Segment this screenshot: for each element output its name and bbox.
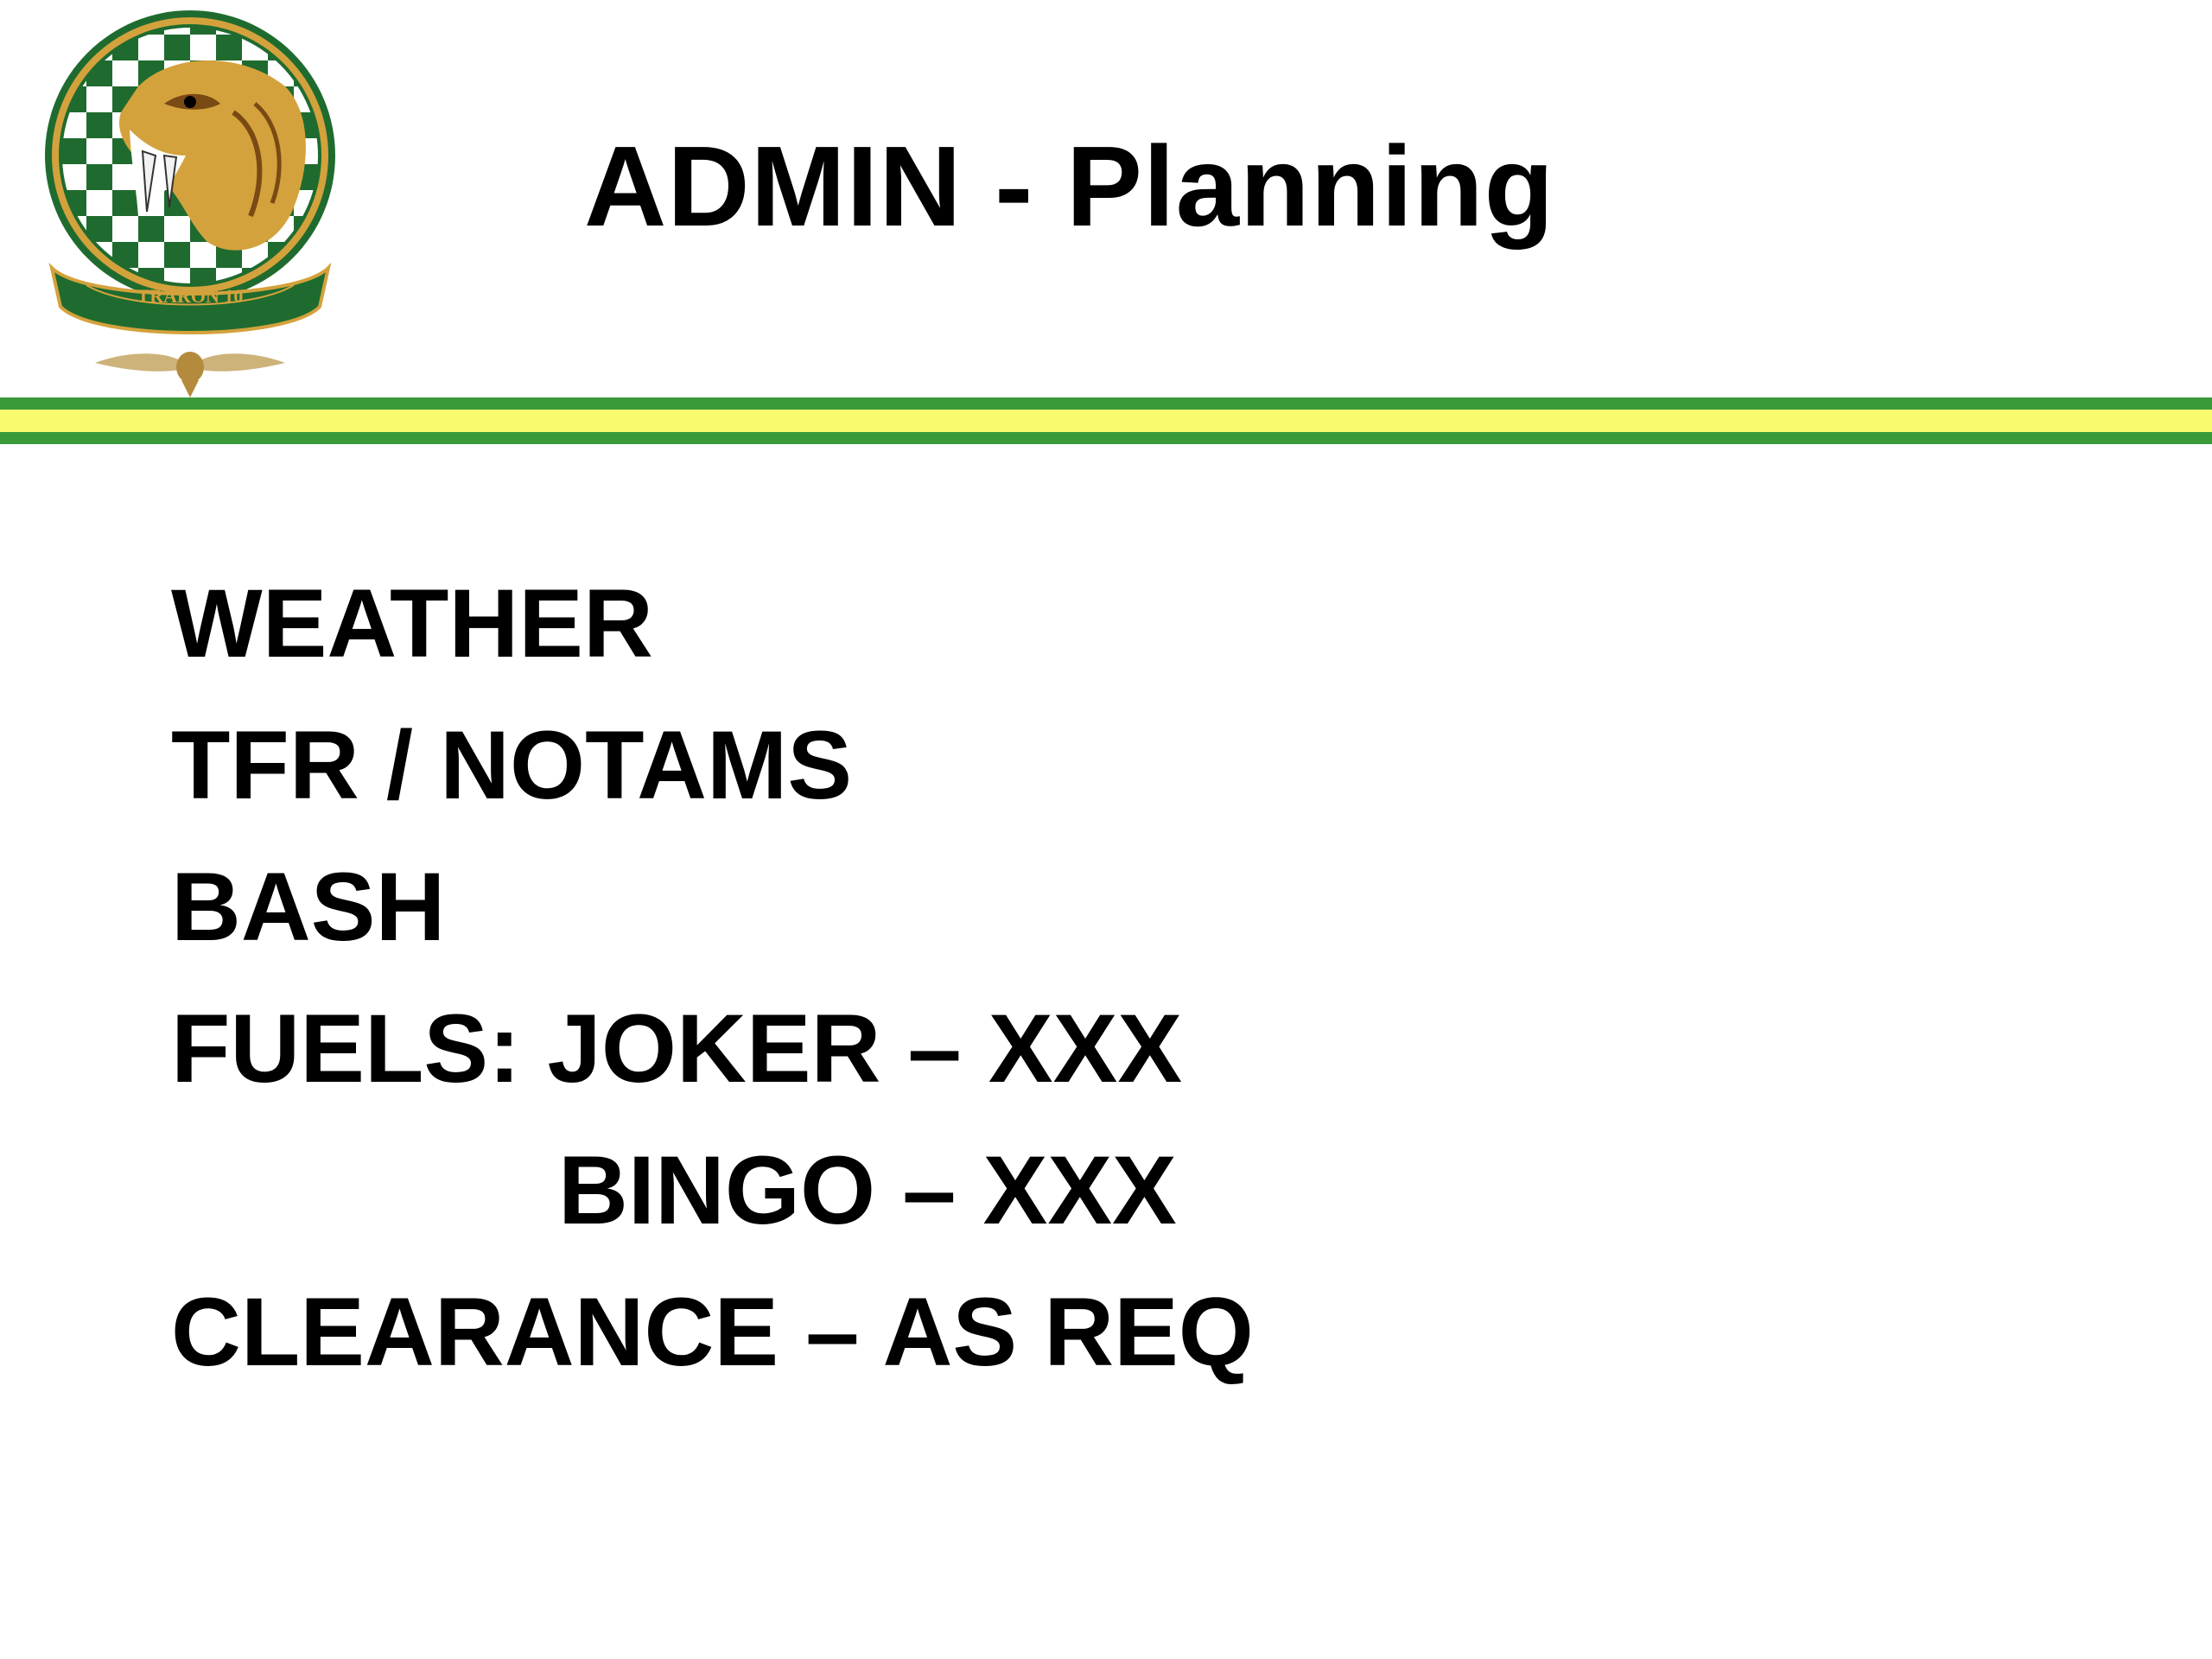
list-item-bash: BASH xyxy=(171,853,446,961)
list-item-fuels-bingo: BINGO – XXX xyxy=(558,1136,1177,1244)
list-item-tfr-notams: TFR / NOTAMS xyxy=(171,711,853,819)
page-title: ADMIN - Planning xyxy=(584,123,1555,250)
header-divider xyxy=(0,397,2212,449)
list-item-fuels-joker: FUELS: JOKER – XXX xyxy=(171,995,1183,1103)
planning-list: WEATHER TFR / NOTAMS BASH FUELS: JOKER –… xyxy=(171,553,1254,1403)
squadron-patch-icon: TRARON 10 xyxy=(45,10,335,397)
divider-green-top xyxy=(0,397,2212,410)
divider-yellow xyxy=(0,410,2212,432)
divider-green-bottom xyxy=(0,432,2212,444)
logo-banner-text: TRARON 10 xyxy=(137,285,244,307)
list-item-weather: WEATHER xyxy=(171,569,653,677)
squadron-logo: TRARON 10 xyxy=(35,9,346,397)
list-item-clearance: CLEARANCE – AS REQ xyxy=(171,1278,1254,1386)
